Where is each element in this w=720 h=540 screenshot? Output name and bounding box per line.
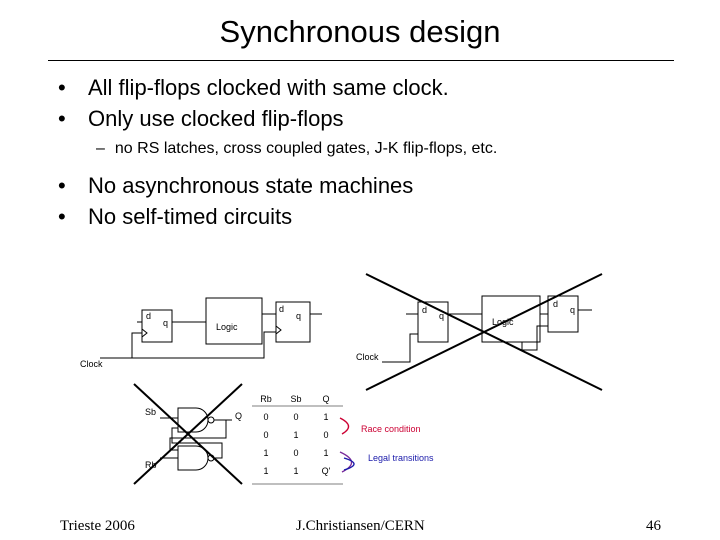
footer-center: J.Christiansen/CERN xyxy=(296,518,425,534)
bullet-item: All flip-flops clocked with same clock. xyxy=(58,72,449,103)
logic-block-2 xyxy=(481,295,541,343)
latch-q-label: Q xyxy=(235,411,242,421)
slide-title: Synchronous design xyxy=(219,14,501,49)
table-cell: 1 xyxy=(323,448,328,458)
ff-q-label: q xyxy=(439,311,444,321)
bullet-list-top: All flip-flops clocked with same clock. … xyxy=(58,72,449,134)
clock-triangle xyxy=(275,325,282,335)
table-cell: 1 xyxy=(263,448,268,458)
sub-bullet-dash: – xyxy=(96,140,105,157)
truth-table: Rb Sb Q 0 0 1 0 1 0 1 0 1 1 1 Q' xyxy=(260,394,330,476)
cross-out-line xyxy=(365,273,603,391)
cross-out-line xyxy=(133,383,243,485)
latch-sb-label: Sb xyxy=(145,407,156,417)
sub-bullet: –no RS latches, cross coupled gates, J-K… xyxy=(96,140,497,158)
table-header: Rb xyxy=(260,394,272,404)
clock-triangle xyxy=(141,328,148,338)
bullet-item: Only use clocked flip-flops xyxy=(58,103,449,134)
table-cell: 0 xyxy=(263,412,268,422)
ff-d-label: d xyxy=(279,304,284,314)
sub-bullet-text: no RS latches, cross coupled gates, J-K … xyxy=(114,140,498,157)
flip-flop-1 xyxy=(141,309,173,343)
table-cell: 1 xyxy=(293,466,298,476)
latch-rb-label: Rb xyxy=(145,460,157,470)
clock-label: Clock xyxy=(80,359,103,369)
table-cell: 0 xyxy=(293,448,298,458)
table-cell: 0 xyxy=(323,430,328,440)
flip-flop-2 xyxy=(275,301,311,343)
footer-left: Trieste 2006 xyxy=(60,518,135,534)
ff-d-label: d xyxy=(553,299,558,309)
ff-q-label: q xyxy=(163,318,168,328)
page-number: 46 xyxy=(646,518,661,534)
inverter-bubble xyxy=(207,416,215,424)
bullet-list-bottom: No asynchronous state machines No self-t… xyxy=(58,170,413,232)
logic-block-1 xyxy=(205,297,263,345)
race-arrow xyxy=(339,417,350,435)
table-header: Q xyxy=(322,394,329,404)
ff-d-label: d xyxy=(422,305,427,315)
table-cell: 1 xyxy=(293,430,298,440)
table-cell: 0 xyxy=(263,430,268,440)
table-cell: 0 xyxy=(293,412,298,422)
table-header: Sb xyxy=(290,394,301,404)
ff-q-label: q xyxy=(570,305,575,315)
legal-transitions-label: Legal transitions xyxy=(368,453,434,463)
ff-d-label: d xyxy=(146,311,151,321)
legal-arrow xyxy=(343,457,355,471)
bullet-item: No self-timed circuits xyxy=(58,201,413,232)
bullet-item: No asynchronous state machines xyxy=(58,170,413,201)
race-condition-label: Race condition xyxy=(361,424,421,434)
title-rule xyxy=(48,60,674,61)
table-cell: 1 xyxy=(323,412,328,422)
ff-q-label: q xyxy=(296,311,301,321)
table-cell: Q' xyxy=(322,466,331,476)
logic-label: Logic xyxy=(216,322,238,332)
flip-flop-3 xyxy=(417,301,449,343)
table-cell: 1 xyxy=(263,466,268,476)
logic-label: Logic xyxy=(492,317,514,327)
clock-label: Clock xyxy=(356,352,379,362)
